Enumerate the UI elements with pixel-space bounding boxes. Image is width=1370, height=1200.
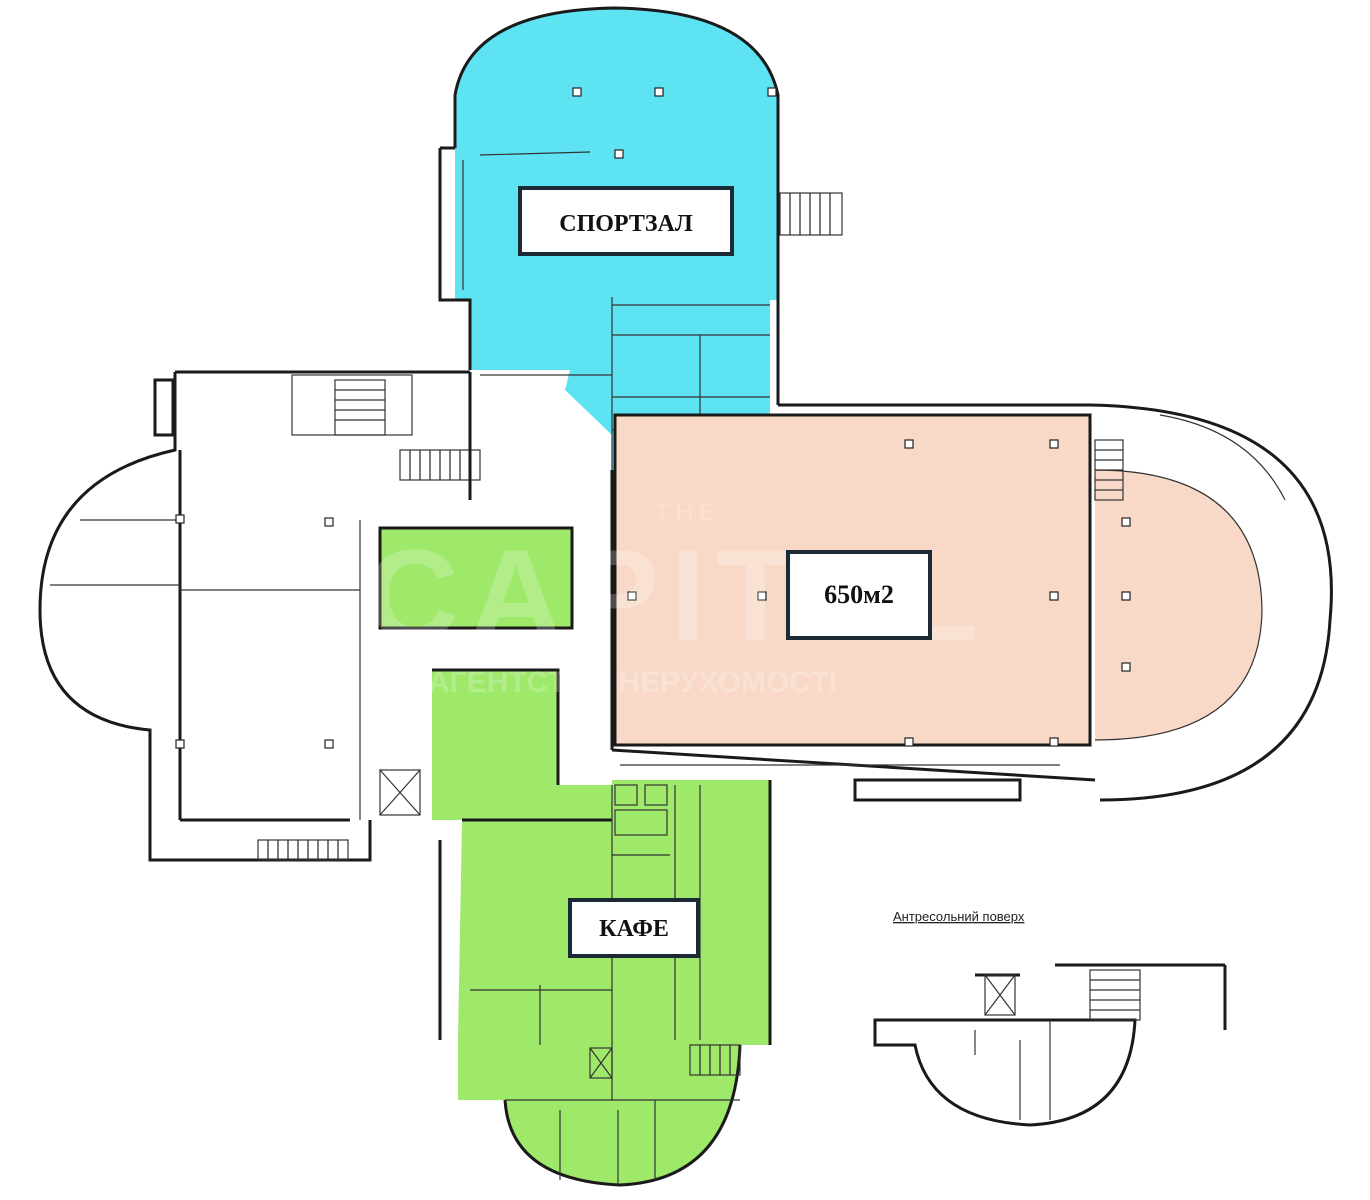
cafe-label-text: КАФЕ <box>599 916 669 942</box>
watermark-agency: АГЕНТСТВО НЕРУХОМОСТІ <box>428 666 837 699</box>
watermark-the: THE <box>655 499 721 526</box>
gym-label: СПОРТЗАЛ <box>518 186 734 256</box>
mezzanine-title: Антресольний поверх <box>893 909 1025 924</box>
mezzanine-plan: Антресольний поверх <box>873 909 1227 1127</box>
gym-label-text: СПОРТЗАЛ <box>559 211 693 237</box>
west-wing <box>38 370 612 862</box>
hall-label: 650м2 <box>786 550 932 640</box>
hall-label-text: 650м2 <box>824 580 894 609</box>
cafe-label: КАФЕ <box>568 898 700 958</box>
